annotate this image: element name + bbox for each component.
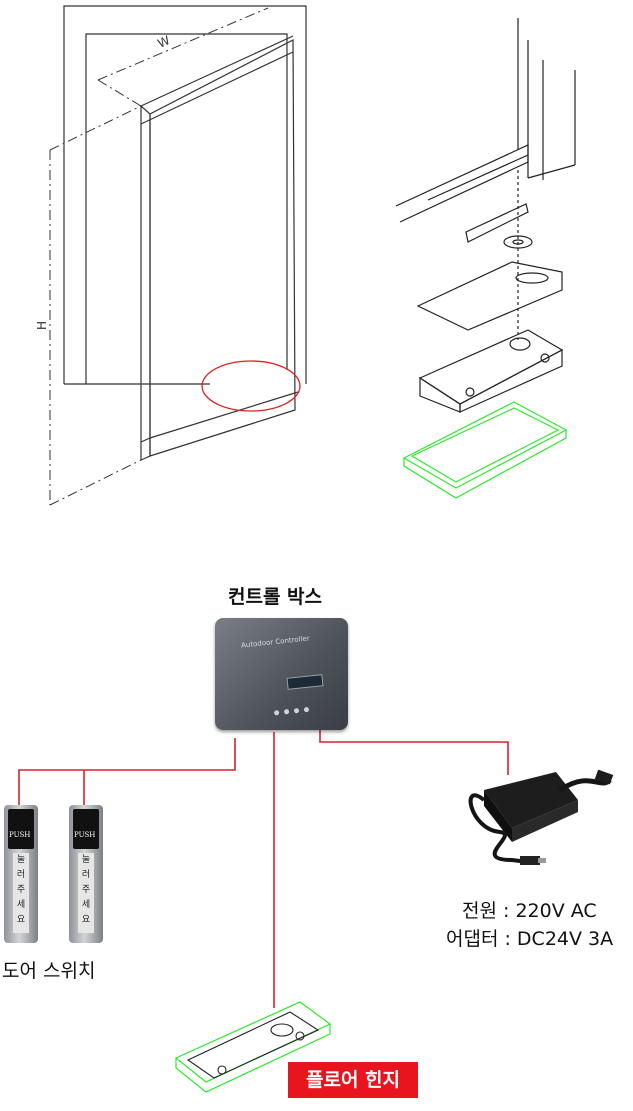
- controller-box: Autodoor Controller: [215, 618, 348, 730]
- door-switch-label: 도어 스위치: [2, 960, 96, 982]
- floor-hinge-label: 플로어 힌지: [288, 1062, 419, 1098]
- adapter-power-spec: 전원 : 220V AC: [462, 900, 597, 922]
- push-label-right: PUSH: [74, 831, 96, 839]
- height-label: H: [35, 321, 49, 330]
- hinge-location-ellipse: [201, 360, 301, 412]
- push-label-left: PUSH: [9, 831, 31, 839]
- adapter-output-spec: 어댑터 : DC24V 3A: [446, 928, 614, 950]
- controller-title: 컨트롤 박스: [228, 586, 323, 608]
- width-label: W: [156, 33, 173, 51]
